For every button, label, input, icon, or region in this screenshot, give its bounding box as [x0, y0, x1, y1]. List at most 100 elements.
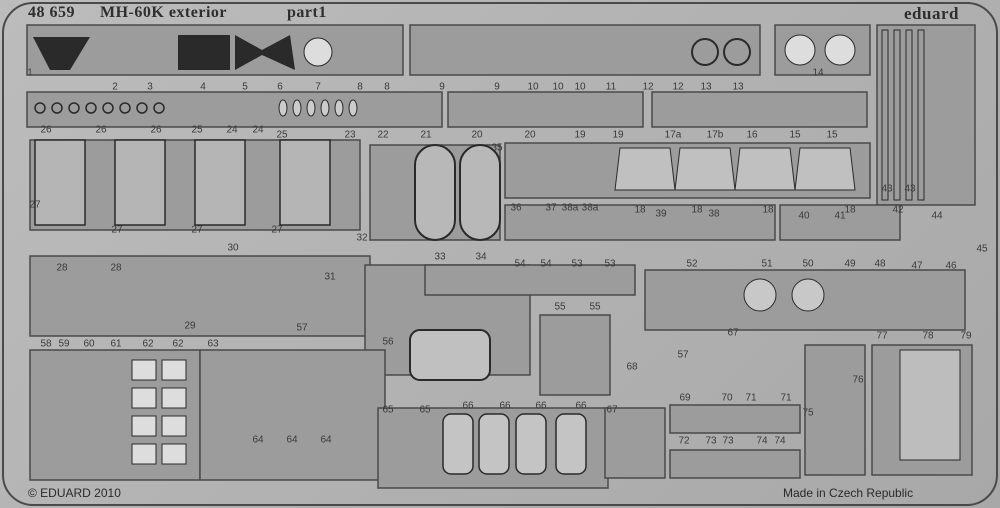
- part-number-label: 43: [881, 183, 893, 195]
- part-number-label: 18: [634, 204, 646, 216]
- part-number-label: 48: [874, 258, 886, 270]
- part-number-label: 12: [642, 81, 654, 93]
- small-part: [34, 102, 46, 114]
- strip-part: [893, 29, 901, 201]
- etch-panel: [199, 349, 386, 481]
- small-part: [68, 102, 80, 114]
- bowtie-part: [235, 35, 295, 70]
- part-number-label: 18: [844, 204, 856, 216]
- hood-part: [794, 147, 856, 191]
- round-part: [791, 278, 825, 312]
- part-number-label: 62: [142, 338, 154, 350]
- part-number-label: 7: [315, 81, 321, 93]
- etch-panel: [539, 314, 611, 396]
- part-number-label: 8: [357, 81, 363, 93]
- part-number-label: 23: [344, 129, 356, 141]
- block-part: [178, 35, 230, 70]
- etch-panel: [779, 204, 901, 241]
- part-number-label: 76: [852, 374, 864, 386]
- hood-part: [734, 147, 796, 191]
- part-number-label: 74: [756, 435, 768, 447]
- part-number-label: 9: [439, 81, 445, 93]
- part-number-label: 75: [802, 407, 814, 419]
- etch-panel: [604, 407, 666, 479]
- round-part: [743, 278, 777, 312]
- part-number-label: 40: [798, 210, 810, 222]
- part-number-label: 1: [27, 67, 33, 79]
- part-number-label: 35: [491, 142, 503, 154]
- grid-part: [161, 443, 187, 465]
- grid-part: [131, 443, 157, 465]
- part-number-label: 68: [626, 361, 638, 373]
- small-part: [85, 102, 97, 114]
- part-number-label: 71: [780, 392, 792, 404]
- part-number-label: 2: [112, 81, 118, 93]
- triangular-part: [33, 37, 90, 70]
- part-number-label: 30: [227, 242, 239, 254]
- frame-part: [279, 139, 331, 226]
- part-number-label: 66: [575, 400, 587, 412]
- part-number-label: 22: [377, 129, 389, 141]
- part-number-label: 78: [922, 330, 934, 342]
- part-number-label: 17b: [706, 129, 724, 141]
- small-part: [292, 99, 302, 117]
- hood-part: [614, 147, 676, 191]
- part-number-label: 19: [612, 129, 624, 141]
- part-number-label: 27: [111, 224, 123, 236]
- part-number-label: 38: [708, 208, 720, 220]
- round-part: [303, 37, 333, 67]
- etch-panel: [669, 449, 801, 479]
- part-number-label: 41: [834, 210, 846, 222]
- part-number-label: 38a: [581, 202, 599, 214]
- part-number-label: 26: [150, 124, 162, 136]
- part-number-label: 39: [655, 208, 667, 220]
- part-number-label: 59: [58, 338, 70, 350]
- part-number-label: 27: [271, 224, 283, 236]
- part-number-label: 19: [574, 129, 586, 141]
- part-number-label: 18: [762, 204, 774, 216]
- part-number-label: 32: [356, 232, 368, 244]
- part-number-label: 79: [960, 330, 972, 342]
- part-number-label: 13: [700, 81, 712, 93]
- small-part: [348, 99, 358, 117]
- etch-panel: [29, 255, 371, 337]
- part-number-label: 26: [40, 124, 52, 136]
- part-number-label: 51: [761, 258, 773, 270]
- part-number-label: 47: [911, 260, 923, 272]
- part-number-label: 6: [277, 81, 283, 93]
- part-number-label: 60: [83, 338, 95, 350]
- part-number-label: 13: [732, 81, 744, 93]
- product-code: 48 659: [28, 4, 75, 21]
- part-number-label: 55: [554, 301, 566, 313]
- etch-panel: [26, 91, 443, 128]
- etch-panel: [424, 264, 636, 296]
- part-number-label: 34: [475, 251, 487, 263]
- etch-panel: [876, 24, 976, 206]
- part-number-label: 64: [320, 434, 332, 446]
- grid-part: [161, 387, 187, 409]
- part-number-label: 64: [252, 434, 264, 446]
- part-number-label: 25: [276, 129, 288, 141]
- latch-part: [478, 413, 510, 475]
- etch-panel: [651, 91, 868, 128]
- frame-part: [34, 139, 86, 226]
- part-number-label: 26: [95, 124, 107, 136]
- part-number-label: 66: [499, 400, 511, 412]
- small-part: [153, 102, 165, 114]
- part-number-label: 10: [574, 81, 586, 93]
- part-number-label: 10: [552, 81, 564, 93]
- part-number-label: 24: [226, 124, 238, 136]
- hatch-part: [409, 329, 491, 381]
- etch-panel: [669, 404, 801, 434]
- part-number-label: 20: [524, 129, 536, 141]
- part-number-label: 57: [677, 349, 689, 361]
- part-number-label: 28: [56, 262, 68, 274]
- copyright: © EDUARD 2010: [28, 486, 121, 500]
- part-number-label: 72: [678, 435, 690, 447]
- part-number-label: 10: [527, 81, 539, 93]
- part-number-label: 9: [494, 81, 500, 93]
- part-number-label: 62: [172, 338, 184, 350]
- part-number-label: 71: [745, 392, 757, 404]
- round-part: [784, 34, 816, 66]
